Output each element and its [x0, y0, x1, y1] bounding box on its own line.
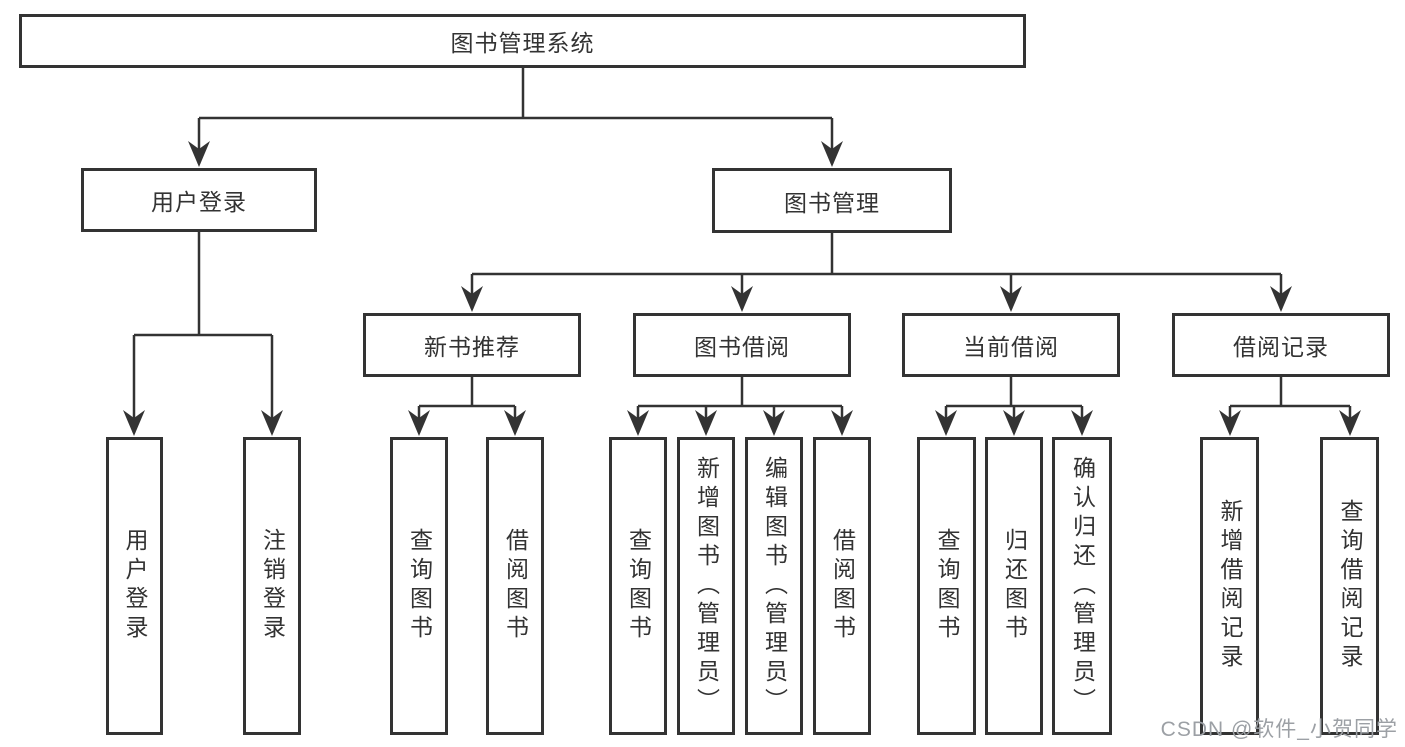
- leaf-label: 查询图书: [406, 528, 433, 644]
- leaf-label: 查询图书: [625, 528, 652, 644]
- leaf-borrow-books-recommend: 借阅图书: [486, 437, 544, 735]
- arrow-down-icon: [461, 286, 483, 312]
- node-new-book-recommend: 新书推荐: [363, 313, 581, 377]
- leaf-borrow-books: 借阅图书: [813, 437, 871, 735]
- leaf-confirm-return-admin: 确认归还（管理员）: [1052, 437, 1112, 735]
- arrow-down-icon: [261, 410, 283, 436]
- arrow-down-icon: [695, 410, 717, 436]
- leaf-return-books: 归还图书: [985, 437, 1043, 735]
- leaf-label: 新增借阅记录: [1217, 499, 1243, 673]
- leaf-label: 归还图书: [1001, 528, 1028, 644]
- arrow-down-icon: [1003, 410, 1025, 436]
- arrow-down-icon: [504, 410, 526, 436]
- arrow-down-icon: [763, 410, 785, 436]
- arrow-down-icon: [935, 410, 957, 436]
- leaf-add-borrow-record: 新增借阅记录: [1200, 437, 1259, 735]
- arrow-down-icon: [731, 286, 753, 312]
- node-user-login: 用户登录: [81, 168, 317, 232]
- node-label: 借阅记录: [1233, 334, 1329, 360]
- arrow-down-icon: [1071, 410, 1093, 436]
- leaf-label: 借阅图书: [502, 528, 529, 644]
- leaf-label: 注销登录: [259, 528, 286, 644]
- arrow-down-icon: [1219, 410, 1241, 436]
- node-label: 用户登录: [151, 189, 247, 215]
- leaf-user-login: 用户登录: [106, 437, 163, 735]
- leaf-query-books-recommend: 查询图书: [390, 437, 448, 735]
- node-label: 图书管理系统: [450, 30, 595, 56]
- node-label: 图书借阅: [694, 334, 790, 360]
- csdn-watermark: CSDN @软件_小贺同学: [1160, 718, 1398, 741]
- leaf-label: 用户登录: [122, 528, 148, 644]
- edges-current-borrowing-to-leaves: [935, 377, 1093, 436]
- leaf-query-books-current: 查询图书: [917, 437, 976, 735]
- node-book-management: 图书管理: [712, 168, 952, 233]
- leaf-label: 编辑图书（管理员）: [761, 455, 788, 717]
- leaf-edit-books-admin: 编辑图书（管理员）: [745, 437, 803, 735]
- leaf-label: 借阅图书: [829, 528, 856, 644]
- edges-borrow-records-to-leaves: [1219, 377, 1361, 436]
- arrow-down-icon: [188, 141, 210, 167]
- node-current-borrowing: 当前借阅: [902, 313, 1120, 377]
- arrow-down-icon: [1000, 286, 1022, 312]
- leaf-query-borrow-record: 查询借阅记录: [1320, 437, 1379, 735]
- leaf-label: 查询图书: [934, 528, 960, 644]
- arrow-down-icon: [123, 410, 145, 436]
- edges-user-login-to-leaves: [123, 232, 283, 436]
- arrow-down-icon: [627, 410, 649, 436]
- arrow-down-icon: [408, 410, 430, 436]
- edges-new-book-recommend-to-leaves: [408, 377, 526, 436]
- node-borrow-records: 借阅记录: [1172, 313, 1390, 377]
- leaf-add-books-admin: 新增图书（管理员）: [677, 437, 735, 735]
- node-root-library-system: 图书管理系统: [19, 14, 1026, 68]
- edges-root-to-level2: [188, 68, 843, 167]
- edges-book-management-to-level3: [461, 233, 1292, 312]
- arrow-down-icon: [831, 410, 853, 436]
- leaf-label: 查询借阅记录: [1337, 499, 1363, 673]
- node-book-borrowing: 图书借阅: [633, 313, 851, 377]
- arrow-down-icon: [1339, 410, 1361, 436]
- arrow-down-icon: [821, 141, 843, 167]
- leaf-query-books-borrowing: 查询图书: [609, 437, 667, 735]
- arrow-down-icon: [1270, 286, 1292, 312]
- leaf-logout: 注销登录: [243, 437, 301, 735]
- node-label: 图书管理: [784, 189, 880, 216]
- node-label: 新书推荐: [424, 334, 520, 360]
- leaf-label: 确认归还（管理员）: [1069, 455, 1096, 717]
- edges-book-borrowing-to-leaves: [627, 377, 853, 436]
- leaf-label: 新增图书（管理员）: [693, 455, 720, 717]
- node-label: 当前借阅: [963, 334, 1059, 360]
